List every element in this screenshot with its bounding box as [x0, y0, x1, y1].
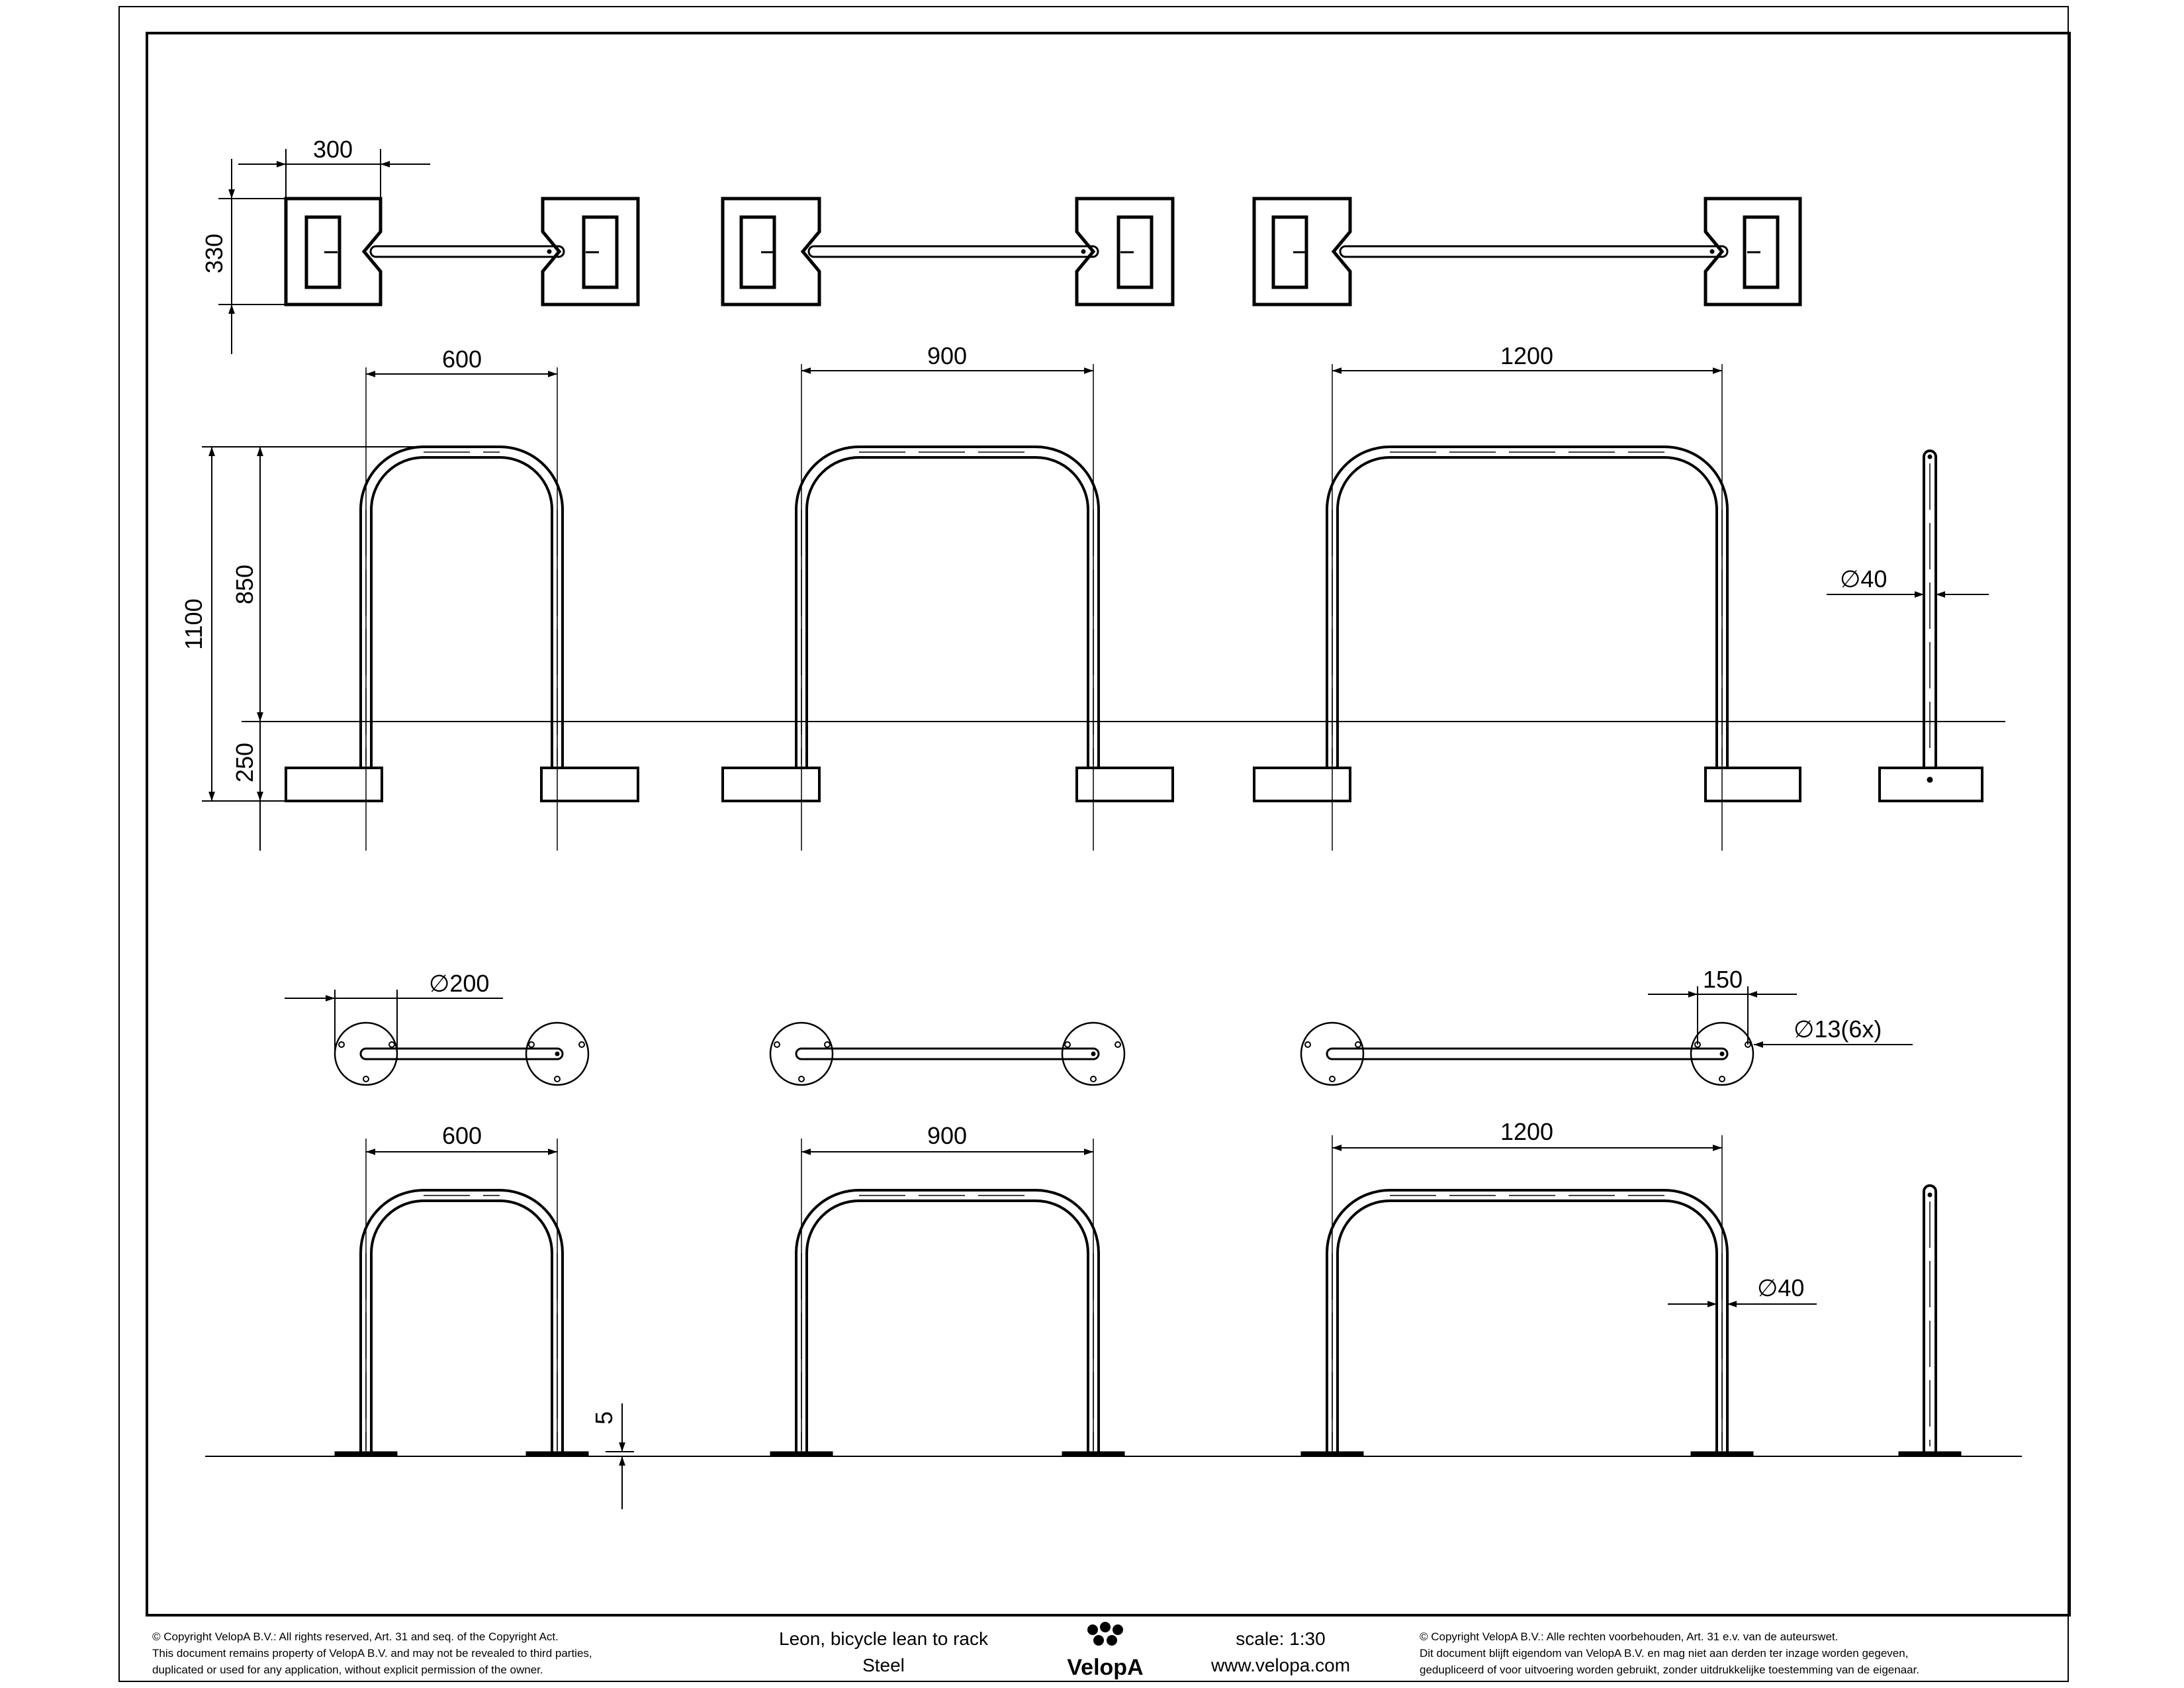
dim-width-900-embedded: 900	[927, 342, 967, 369]
scale-label: scale: 1:30	[1236, 1628, 1325, 1649]
surface-rack-900	[770, 1139, 1125, 1457]
dim-bolt-spacing: 150	[1703, 966, 1743, 993]
dim-below-ground: 250	[231, 743, 258, 782]
velopa-logo-icon	[1087, 1622, 1123, 1646]
dim-tube-diameter-surface: ∅40	[1757, 1274, 1804, 1301]
surface-dims	[366, 1145, 1817, 1509]
dim-plate-thickness: 5	[590, 1411, 617, 1425]
copyright-en-line-3: duplicated or used for any application, …	[152, 1664, 543, 1676]
top-view-rack-600	[284, 197, 640, 306]
copyright-en-line-1: © Copyright VelopA B.V.: All rights rese…	[152, 1630, 559, 1643]
copyright-nl-line-2: Dit document blijft eigendom van VelopA …	[1420, 1647, 1908, 1660]
dim-tube-diameter-embedded: ∅40	[1840, 565, 1887, 592]
product-material: Steel	[862, 1655, 905, 1675]
dim-above-ground: 850	[231, 565, 258, 604]
drawing-frame	[118, 6, 2071, 1682]
front-view-embedded	[242, 364, 2005, 851]
front-view-surface	[205, 1135, 2022, 1457]
copyright-nl-line-1: © Copyright VelopA B.V.: Alle rechten vo…	[1420, 1630, 1839, 1643]
plate-view-1200	[1300, 1021, 1754, 1086]
side-view-surface	[1898, 1184, 1962, 1457]
dim-width-900-surface: 900	[927, 1122, 967, 1149]
surface-rack-600	[334, 1139, 589, 1457]
top-view-rack-900	[721, 197, 1175, 306]
front-rack-600	[285, 367, 639, 851]
front-rack-1200	[1253, 364, 1801, 851]
top-view-surface	[334, 1021, 1754, 1086]
top-view-rack-1200	[1252, 197, 1802, 306]
product-name: Leon, bicycle lean to rack	[779, 1628, 989, 1649]
dim-hole-diameter: ∅13(6x)	[1794, 1015, 1882, 1043]
plate-view-900	[769, 1021, 1126, 1086]
dim-foot-depth: 330	[201, 234, 228, 273]
top-dims	[218, 149, 430, 354]
dim-width-600-surface: 600	[442, 1122, 482, 1149]
website-link[interactable]: www.velopa.com	[1210, 1655, 1350, 1675]
dim-width-1200-surface: 1200	[1500, 1118, 1553, 1145]
velopa-logo-text: VelopA	[1067, 1655, 1143, 1680]
copyright-en-line-2: This document remains property of VelopA…	[152, 1647, 592, 1660]
top-view-embedded	[284, 197, 1802, 306]
surface-rack-1200	[1300, 1135, 1754, 1457]
dim-foot-width: 300	[313, 136, 353, 163]
front-dims	[202, 367, 1989, 851]
dim-total-height: 1100	[180, 598, 207, 649]
dim-width-600-embedded: 600	[442, 346, 482, 373]
plate-dims	[285, 986, 1913, 1054]
plate-view-600	[334, 1021, 590, 1086]
copyright-nl-line-3: gedupliceerd of voor uitvoering worden g…	[1420, 1664, 1919, 1676]
side-view-embedded	[1878, 449, 1983, 802]
front-rack-900	[721, 364, 1174, 851]
dim-width-1200-embedded: 1200	[1500, 342, 1553, 369]
dim-plate-diameter: ∅200	[429, 970, 489, 997]
title-block: © Copyright VelopA B.V.: All rights rese…	[152, 1622, 1919, 1680]
